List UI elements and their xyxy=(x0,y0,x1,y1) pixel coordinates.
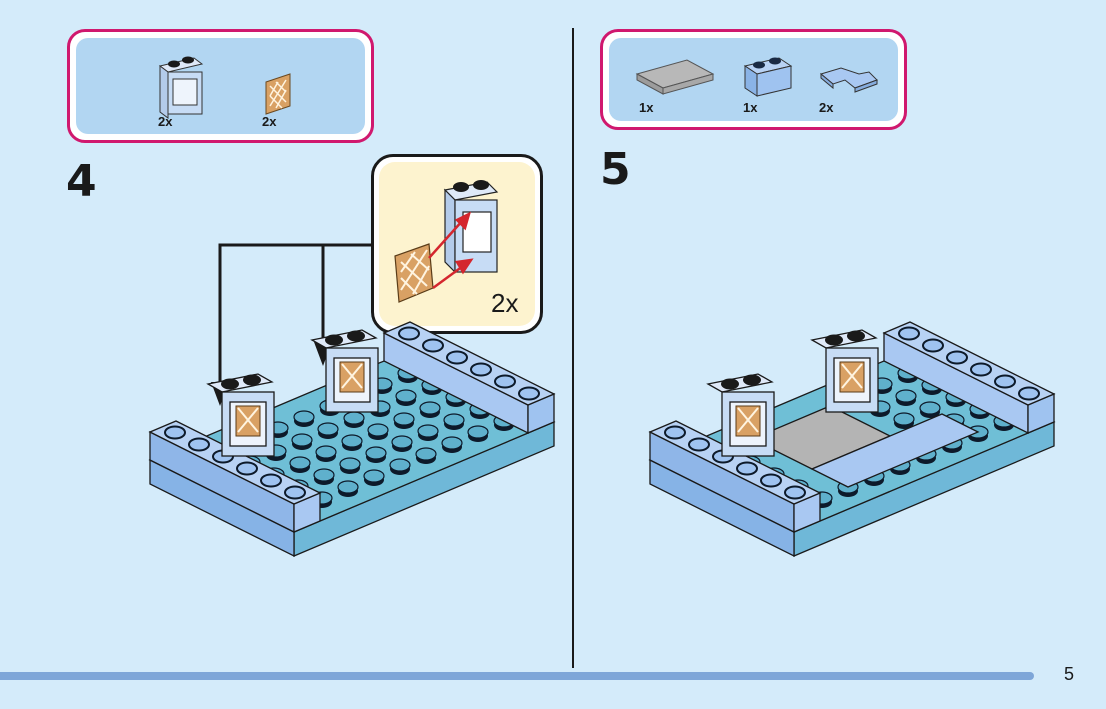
subassembly-callout: 2x xyxy=(371,154,543,334)
wall-stud xyxy=(922,338,944,353)
baseplate-stud xyxy=(441,436,463,450)
baseplate-stud xyxy=(415,447,437,461)
window-frame-top xyxy=(810,329,878,349)
baseplate-stud xyxy=(467,425,489,439)
step4-parts-list: 2x 2x xyxy=(76,38,365,134)
lattice-bar xyxy=(841,363,863,389)
wall-stud xyxy=(422,338,444,353)
baseplate-stud xyxy=(291,433,313,447)
step5-part1-qty: 1x xyxy=(639,100,654,115)
window-frame-top xyxy=(706,373,774,393)
step5-parts-list: 1x 1x 2x xyxy=(609,38,898,121)
wall-stud xyxy=(970,362,992,377)
wall-stud xyxy=(470,362,492,377)
lattice-panel-part-icon xyxy=(265,73,291,115)
wall-stud xyxy=(164,425,186,440)
window-frame-top xyxy=(206,373,274,393)
baseplate-stud xyxy=(895,389,917,403)
baseplate-stud xyxy=(419,401,441,415)
wall-stud xyxy=(446,350,468,365)
step-divider xyxy=(572,28,574,668)
lattice-bar xyxy=(737,407,759,433)
window-stud xyxy=(243,374,261,386)
page-number: 5 xyxy=(1064,664,1075,684)
wall-stud xyxy=(760,473,782,488)
wall-stud xyxy=(284,485,306,500)
window-frame-part-icon xyxy=(158,56,204,119)
baseplate-stud xyxy=(293,410,315,424)
baseplate-stud xyxy=(893,412,915,426)
step-number-4: 4 xyxy=(66,156,97,207)
baseplate-stud xyxy=(339,457,361,471)
lattice-bar xyxy=(237,407,259,433)
wall-stud xyxy=(784,485,806,500)
step4-part1-qty: 2x xyxy=(158,114,173,129)
step4-model-illustration xyxy=(148,321,556,558)
wall-stud xyxy=(518,386,540,401)
callout-quantity: 2x xyxy=(491,288,519,318)
window-stud xyxy=(325,334,343,346)
baseplate-stud xyxy=(395,389,417,403)
baseplate-stud xyxy=(443,413,465,427)
wall-stud xyxy=(494,374,516,389)
baseplate-stud xyxy=(393,412,415,426)
wall-stud xyxy=(994,374,1016,389)
wall-stud xyxy=(188,437,210,452)
wall-stud xyxy=(1018,386,1040,401)
baseplate-stud xyxy=(389,458,411,472)
wall-stud xyxy=(260,473,282,488)
wall-stud xyxy=(946,350,968,365)
window-stud xyxy=(221,378,239,390)
wall-stud xyxy=(664,425,686,440)
step5-model-illustration xyxy=(648,321,1056,558)
corner-plates xyxy=(810,413,980,488)
baseplate-stud xyxy=(365,446,387,460)
wall-stud xyxy=(688,437,710,452)
baseplate-stud xyxy=(417,424,439,438)
step-number-5: 5 xyxy=(600,144,631,195)
window-stud xyxy=(743,374,761,386)
baseplate-stud xyxy=(343,411,365,425)
lattice-bar xyxy=(341,363,363,389)
baseplate-stud xyxy=(315,445,337,459)
blue-brick-part-icon xyxy=(743,57,793,97)
baseplate-stud xyxy=(289,456,311,470)
baseplate-stud xyxy=(363,469,385,483)
baseplate-stud xyxy=(337,480,359,494)
step4-part2-qty: 2x xyxy=(262,114,277,129)
window-stud xyxy=(847,330,865,342)
step5-parts-box: 1x 1x 2x xyxy=(600,29,907,130)
wall-stud xyxy=(898,326,920,341)
footer-bar xyxy=(0,672,1034,680)
wall-stud xyxy=(398,326,420,341)
wall-stud xyxy=(736,461,758,476)
window-stud xyxy=(347,330,365,342)
baseplate-stud xyxy=(317,422,339,436)
arrow-line-left xyxy=(218,243,371,390)
baseplate-stud xyxy=(341,434,363,448)
step5-part2-qty: 1x xyxy=(743,100,758,115)
baseplate-stud xyxy=(313,468,335,482)
gray-tile-part-icon xyxy=(635,59,715,95)
callout-assembly-illustration xyxy=(394,180,499,303)
callout-background: 2x xyxy=(379,162,535,326)
corner-plate-part-icon xyxy=(819,67,878,93)
baseplate-stud xyxy=(391,435,413,449)
step4-parts-box: 2x 2x xyxy=(67,29,374,143)
baseplate-stud xyxy=(919,401,941,415)
wall-stud xyxy=(236,461,258,476)
baseplate-stud xyxy=(367,423,389,437)
window-stud xyxy=(721,378,739,390)
window-stud xyxy=(825,334,843,346)
step5-part3-qty: 2x xyxy=(819,100,834,115)
